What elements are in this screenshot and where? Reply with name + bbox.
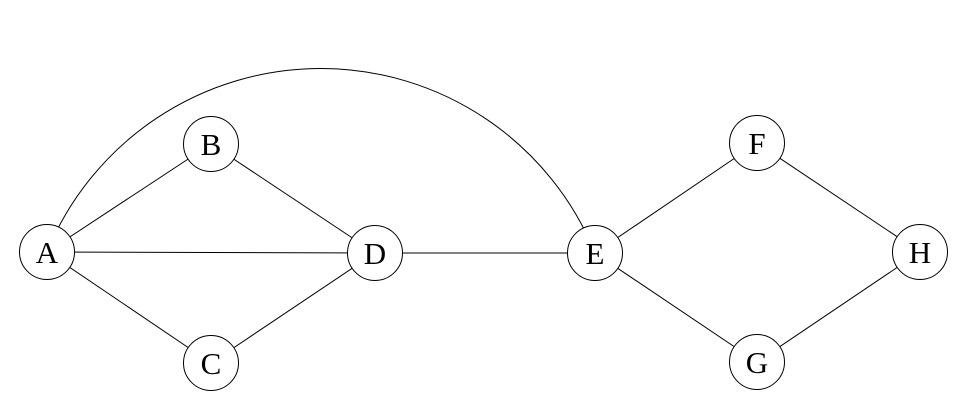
node-D: D — [347, 225, 403, 281]
edge-A-C — [46, 251, 212, 364]
node-B: B — [183, 116, 239, 172]
edge-E-G — [594, 252, 758, 363]
node-label-A: A — [36, 235, 59, 270]
edge-G-H — [756, 251, 921, 363]
edge-A-D — [46, 251, 376, 254]
node-circle-F — [729, 115, 785, 171]
node-E: E — [567, 225, 623, 281]
node-F: F — [729, 115, 785, 171]
node-circle-G — [729, 334, 785, 390]
node-label-D: D — [364, 236, 386, 271]
node-label-H: H — [909, 235, 931, 270]
node-label-C: C — [201, 346, 222, 381]
node-circle-E — [567, 225, 623, 281]
node-circle-H — [892, 224, 948, 280]
edge-A-E — [46, 68, 596, 254]
node-circle-B — [183, 116, 239, 172]
edge-E-F — [594, 142, 758, 254]
node-circle-A — [19, 224, 75, 280]
edge-F-H — [756, 142, 921, 253]
node-label-F: F — [748, 126, 765, 161]
node-H: H — [892, 224, 948, 280]
edge-B-D — [210, 143, 376, 254]
edge-C-D — [210, 252, 376, 364]
edge-A-B — [46, 143, 212, 253]
node-C: C — [183, 335, 239, 391]
node-circle-D — [347, 225, 403, 281]
node-label-G: G — [746, 345, 768, 380]
node-circle-C — [183, 335, 239, 391]
node-label-E: E — [586, 236, 605, 271]
node-A: A — [19, 224, 75, 280]
node-G: G — [729, 334, 785, 390]
node-label-B: B — [201, 127, 222, 162]
